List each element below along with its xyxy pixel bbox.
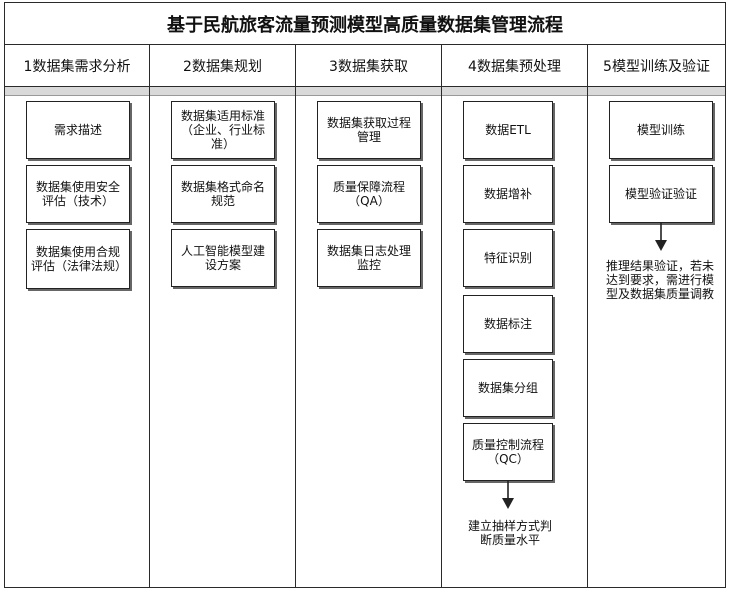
process-box: 数据ETL (463, 101, 553, 159)
column-acquisition: 3数据集获取 数据集获取过程管理 质量保障流程（QA） 数据集日志处理监控 (295, 45, 441, 587)
column-requirements: 1数据集需求分析 需求描述 数据集使用安全评估（技术） 数据集使用合规评估（法律… (5, 45, 149, 587)
column-training: 5模型训练及验证 模型训练 模型验证验证 推理结果验证，若未达到要求，需进行模型… (587, 45, 725, 587)
column-body-band (150, 87, 295, 96)
process-box: 需求描述 (26, 101, 130, 159)
process-box: 数据标注 (463, 295, 553, 353)
process-box: 数据集使用安全评估（技术） (26, 165, 130, 223)
down-arrow-icon (655, 223, 667, 251)
column-header: 5模型训练及验证 (588, 45, 725, 87)
column-body: 数据集获取过程管理 质量保障流程（QA） 数据集日志处理监控 (296, 87, 441, 587)
process-box: 数据集格式命名规范 (171, 165, 275, 223)
column-header: 1数据集需求分析 (5, 45, 149, 87)
annotation-note: 推理结果验证，若未达到要求，需进行模型及数据集质量调教 (605, 259, 714, 301)
column-body-band (442, 87, 587, 96)
process-box: 特征识别 (463, 229, 553, 287)
process-box: 模型训练 (609, 101, 713, 159)
column-body-band (5, 87, 149, 96)
diagram-title: 基于民航旅客流量预测模型高质量数据集管理流程 (5, 3, 725, 45)
process-box: 数据集使用合规评估（法律法规） (26, 229, 130, 289)
column-preprocessing: 4数据集预处理 数据ETL 数据增补 特征识别 数据标注 数据集分组 质量控制流… (441, 45, 587, 587)
annotation-note: 建立抽样方式判断质量水平 (467, 519, 552, 547)
column-header: 3数据集获取 (296, 45, 441, 87)
column-body-band (296, 87, 441, 96)
process-box: 数据集获取过程管理 (317, 101, 421, 159)
column-body: 需求描述 数据集使用安全评估（技术） 数据集使用合规评估（法律法规） (5, 87, 149, 587)
process-box: 数据集适用标准（企业、行业标准） (171, 101, 275, 159)
process-box: 数据集分组 (463, 359, 553, 417)
column-body: 模型训练 模型验证验证 推理结果验证，若未达到要求，需进行模型及数据集质量调教 (588, 87, 725, 587)
process-box: 模型验证验证 (609, 165, 713, 223)
process-box: 质量保障流程（QA） (317, 165, 421, 223)
diagram-frame: 基于民航旅客流量预测模型高质量数据集管理流程 1数据集需求分析 需求描述 数据集… (4, 2, 726, 588)
process-box: 数据增补 (463, 165, 553, 223)
column-header: 4数据集预处理 (442, 45, 587, 87)
process-box: 质量控制流程（QC） (463, 423, 553, 481)
column-body: 数据ETL 数据增补 特征识别 数据标注 数据集分组 质量控制流程（QC） 建立… (442, 87, 587, 587)
column-header: 2数据集规划 (150, 45, 295, 87)
column-planning: 2数据集规划 数据集适用标准（企业、行业标准） 数据集格式命名规范 人工智能模型… (149, 45, 295, 587)
process-box: 数据集日志处理监控 (317, 229, 421, 287)
column-body-band (588, 87, 725, 96)
process-box: 人工智能模型建设方案 (171, 229, 275, 287)
down-arrow-icon (502, 481, 514, 509)
column-body: 数据集适用标准（企业、行业标准） 数据集格式命名规范 人工智能模型建设方案 (150, 87, 295, 587)
